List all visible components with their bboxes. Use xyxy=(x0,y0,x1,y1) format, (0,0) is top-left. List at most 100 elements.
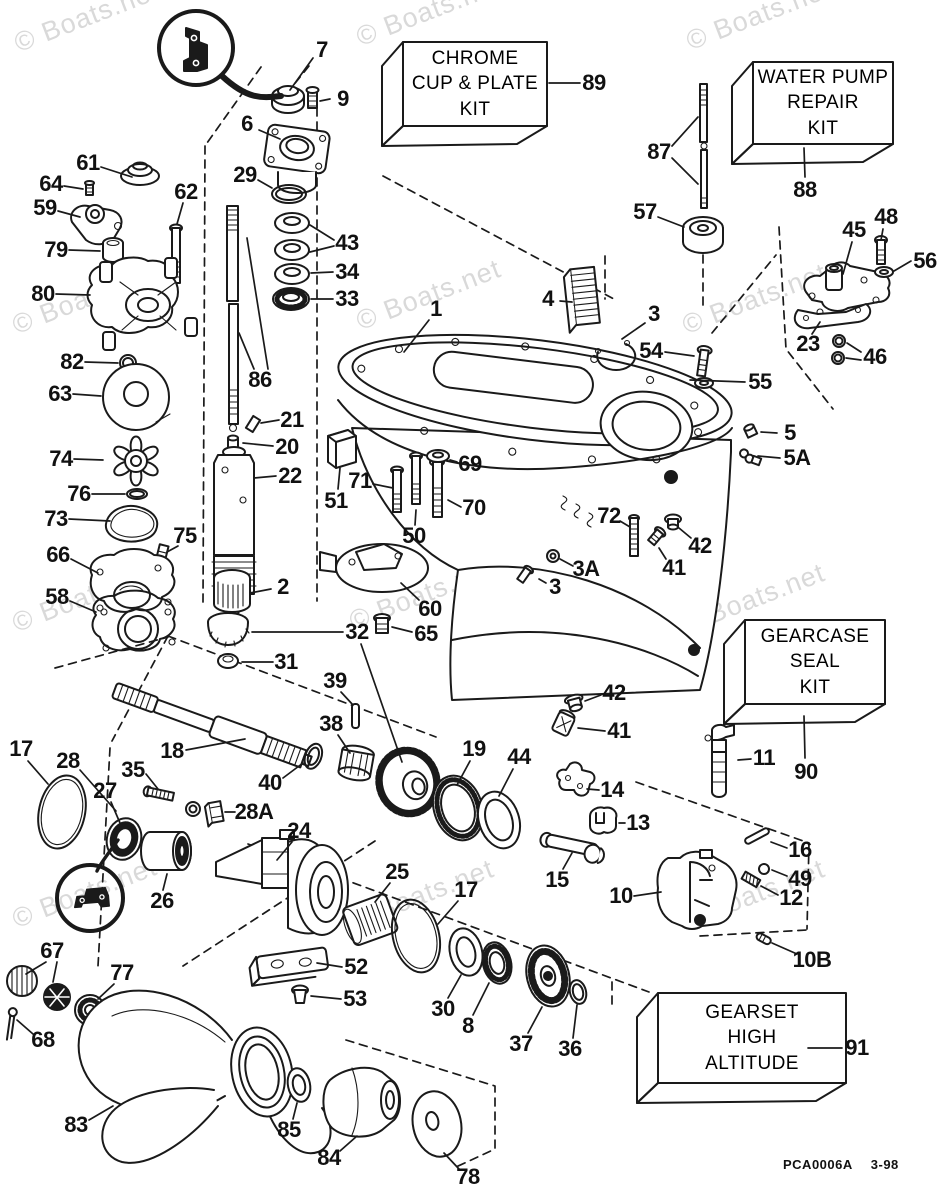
leader-line xyxy=(689,379,746,383)
leader-line xyxy=(803,147,806,178)
leader-line xyxy=(100,166,133,178)
screw-9 xyxy=(305,86,320,109)
leader-line xyxy=(176,202,184,225)
bushing-26 xyxy=(140,831,192,871)
leader-line xyxy=(498,768,514,797)
pinion-gear-stack xyxy=(207,569,251,669)
leader-line xyxy=(88,1105,114,1121)
generated-geometry-layer xyxy=(381,41,894,1104)
leader-line xyxy=(664,351,695,357)
gearcase-housing xyxy=(337,333,733,701)
leader-line xyxy=(309,245,335,253)
fill-tube-11 xyxy=(704,723,735,798)
leader-line xyxy=(55,293,91,296)
leader-line xyxy=(246,237,269,370)
o-ring-36 xyxy=(568,979,588,1005)
washer-69 xyxy=(426,449,450,463)
leader-line xyxy=(811,321,821,335)
chrome-cup-plate-kit-bottom xyxy=(381,125,548,147)
gear-train xyxy=(337,703,522,850)
leader-line xyxy=(658,547,667,560)
cotter-pin-68 xyxy=(5,1007,18,1041)
washer-3A xyxy=(546,549,560,563)
keyed-washer-8 xyxy=(481,941,513,985)
leader-line xyxy=(27,760,49,785)
leader-line xyxy=(562,852,573,870)
rear-bearing-train xyxy=(342,893,588,1008)
leader-line xyxy=(166,545,179,553)
leader-line xyxy=(242,442,274,447)
leader-line xyxy=(339,1135,358,1152)
leader-line xyxy=(282,762,304,779)
clutch-housing-10 xyxy=(656,849,738,930)
leader-line xyxy=(276,841,293,861)
trim-tab-bracket-45 xyxy=(793,261,891,330)
prop-nut-cone-84 xyxy=(322,1066,401,1138)
chrome-cup-plate-kit-side xyxy=(381,41,404,147)
leader-line xyxy=(771,869,788,877)
forward-gear xyxy=(375,746,441,818)
o-rings-46 xyxy=(831,334,846,365)
leader-line xyxy=(258,129,281,140)
gearset-high-altitude-kit-face xyxy=(657,992,847,1084)
thrust-race-44 xyxy=(476,790,522,850)
leader-line xyxy=(57,210,81,218)
leader-line xyxy=(84,361,119,364)
leader-line xyxy=(447,974,462,999)
leader-line xyxy=(70,558,99,574)
pin-10B xyxy=(755,932,772,946)
bearing-carrier-group xyxy=(37,774,349,936)
leader-line xyxy=(374,882,391,903)
screw-64 xyxy=(84,180,95,196)
leader-line xyxy=(63,185,84,190)
o-ring-17-rear xyxy=(390,898,442,974)
spider-washer-37 xyxy=(525,944,571,1008)
leader-line xyxy=(584,694,602,702)
leader-line xyxy=(360,643,403,763)
leader-line xyxy=(337,734,351,754)
leader-line xyxy=(737,758,752,761)
driveshaft-86 xyxy=(226,205,262,451)
leader-line xyxy=(559,558,574,567)
leader-line xyxy=(657,216,685,228)
leader-line xyxy=(249,588,272,594)
leader-line xyxy=(68,249,101,252)
leader-line xyxy=(16,1019,34,1035)
screw-41-upper xyxy=(647,526,667,547)
leader-line xyxy=(72,393,102,397)
leader-line xyxy=(671,157,699,185)
leader-line xyxy=(319,98,331,102)
leader-line xyxy=(771,942,798,955)
leader-line xyxy=(162,873,168,891)
ring-40 xyxy=(303,742,324,770)
seal-27 xyxy=(105,817,143,861)
bolt-53 xyxy=(291,984,309,1004)
anode-plate-52 xyxy=(248,946,329,987)
leader-line xyxy=(619,520,631,528)
bearing-carrier-24 xyxy=(215,829,349,936)
leader-line xyxy=(633,891,662,897)
leader-line xyxy=(893,260,912,272)
gasket-73 xyxy=(104,505,159,543)
leader-line xyxy=(757,455,781,459)
leader-line xyxy=(845,357,862,361)
retaining-ring-3 xyxy=(594,339,637,371)
leader-line xyxy=(97,983,115,1000)
assembly-tool-icon xyxy=(157,9,284,101)
leader-line xyxy=(238,332,255,370)
gasket-23 xyxy=(793,303,872,330)
leader-line xyxy=(572,1004,578,1039)
leader-line xyxy=(671,116,699,147)
leader-line xyxy=(472,982,490,1016)
dowel-pin-87 xyxy=(699,83,708,209)
clip-28A xyxy=(203,800,225,828)
washer-56-hole xyxy=(879,269,889,275)
leader-line xyxy=(68,518,111,522)
propeller-83 xyxy=(77,989,332,1164)
leader-line xyxy=(846,342,862,353)
screw-3 xyxy=(516,564,534,584)
leader-line xyxy=(309,224,335,241)
leader-line xyxy=(586,788,600,791)
washer-78 xyxy=(411,1090,463,1158)
gearcase-seal-kit-face xyxy=(744,619,886,705)
